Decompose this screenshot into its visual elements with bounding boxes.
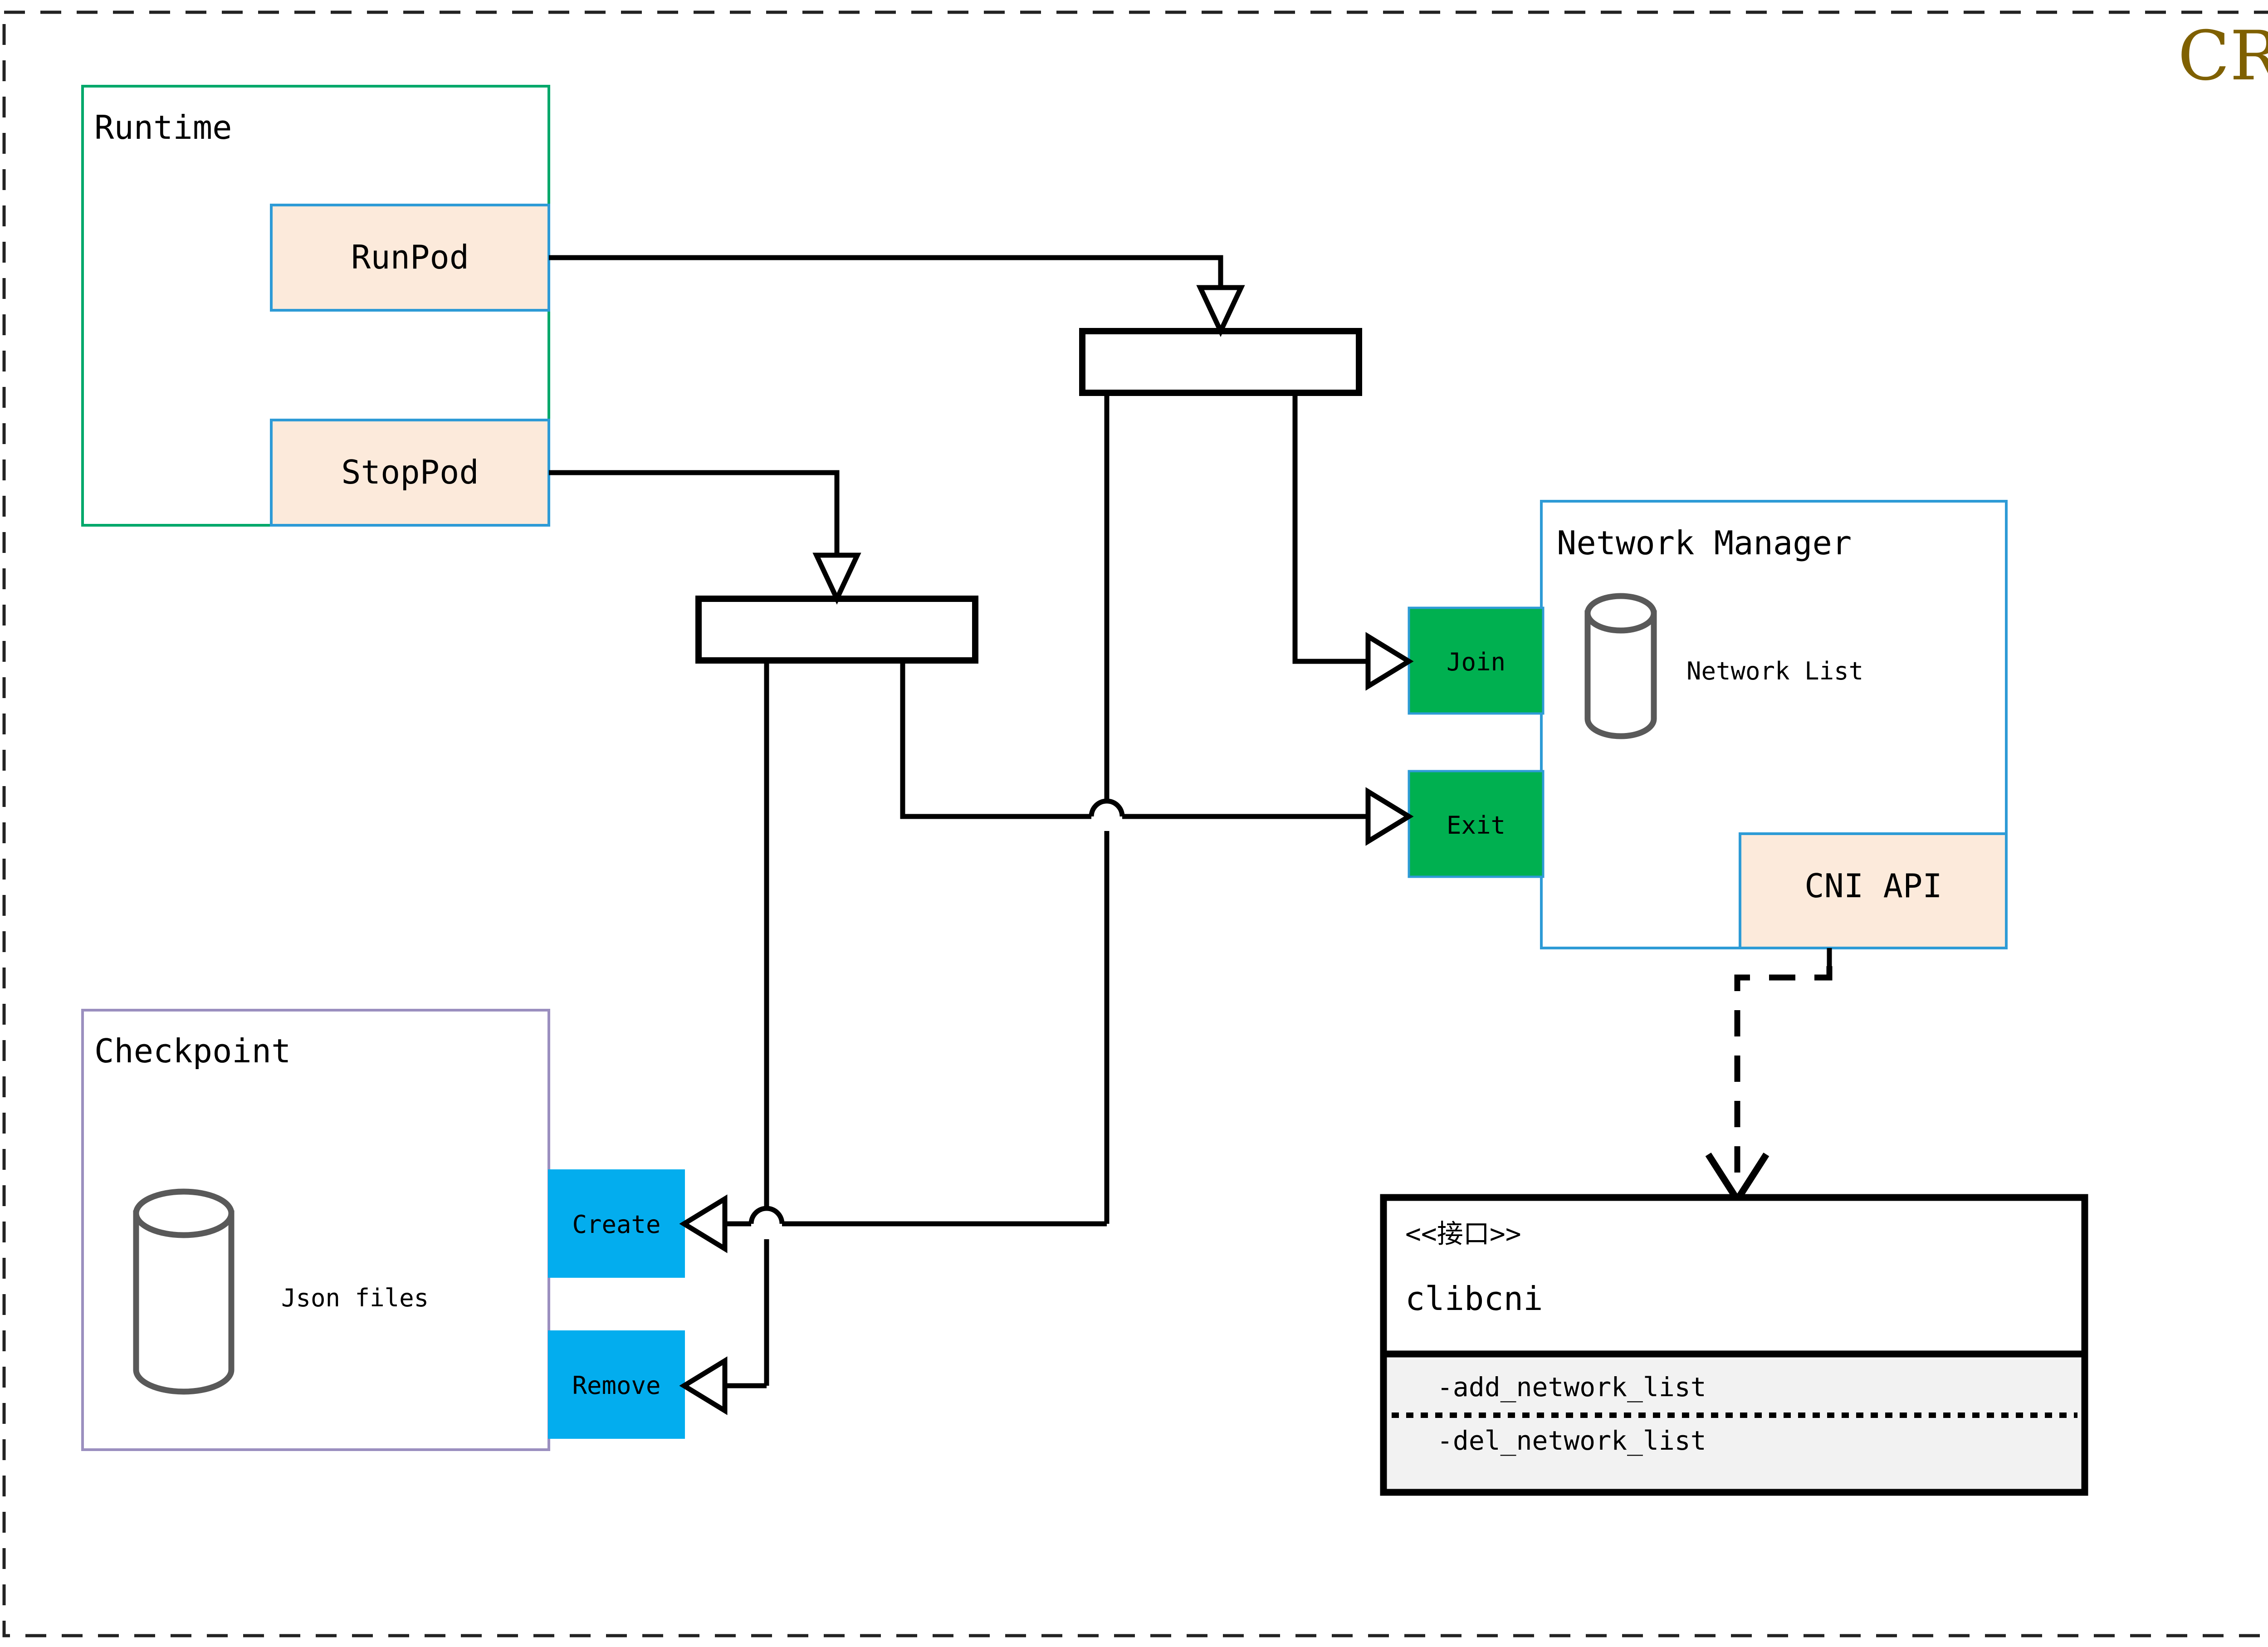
page-title: CRI — [2178, 17, 2268, 96]
interface-clibcni-method-1: -del_network_list — [1437, 1425, 1706, 1456]
group-runtime-label: Runtime — [94, 108, 232, 147]
datastore-json-files — [133, 1188, 235, 1395]
node-join-label: Join — [1447, 648, 1505, 676]
node-runpod-label: RunPod — [351, 238, 469, 276]
interface-clibcni-method-0: -add_network_list — [1437, 1372, 1706, 1403]
datastore-network-list — [1584, 593, 1657, 739]
edge-fork-to-exit-hop — [1089, 798, 1125, 817]
edge-fork-to-join — [1292, 393, 1386, 664]
node-stoppod[interactable] — [270, 419, 550, 527]
group-network-manager-label: Network Manager — [1557, 524, 1852, 562]
node-remove[interactable] — [548, 1330, 685, 1439]
interface-clibcni-name: clibcni — [1405, 1280, 1543, 1318]
edge-cniapi-to-clibcni-dashed — [1734, 966, 1833, 1179]
node-runpod[interactable] — [270, 204, 550, 312]
arrowhead-create — [679, 1194, 728, 1253]
edge-to-create-hop — [748, 1206, 785, 1224]
node-exit[interactable] — [1408, 770, 1545, 878]
datastore-json-files-label: Json files — [281, 1284, 429, 1312]
edge-stoppod-to-fork — [549, 470, 840, 572]
arrowhead-join — [1365, 632, 1414, 691]
group-checkpoint-label: Checkpoint — [94, 1032, 291, 1070]
arrowhead-runpod-fork — [1196, 285, 1245, 337]
node-remove-label: Remove — [572, 1371, 660, 1400]
interface-clibcni-methods-compartment — [1380, 1350, 2088, 1496]
arrowhead-remove — [679, 1356, 728, 1415]
arrowhead-stoppod-fork — [812, 552, 861, 605]
edge-runpod-to-fork — [549, 255, 1223, 305]
datastore-network-list-label: Network List — [1686, 657, 1863, 685]
fork-bar-stoppod — [695, 596, 978, 664]
node-exit-label: Exit — [1447, 811, 1505, 840]
interface-clibcni-stereotype: <<接口>> — [1405, 1218, 1521, 1249]
node-cni-api[interactable] — [1739, 832, 2008, 949]
fork-bar-runpod — [1079, 328, 1362, 396]
edge-fork-to-exit-vertical — [900, 660, 1091, 819]
arrowhead-exit — [1365, 787, 1414, 846]
node-create-label: Create — [572, 1210, 660, 1239]
node-stoppod-label: StopPod — [341, 453, 479, 491]
node-cni-api-label: CNI API — [1804, 867, 1942, 905]
outer-dashed-frame — [2, 10, 2268, 1637]
